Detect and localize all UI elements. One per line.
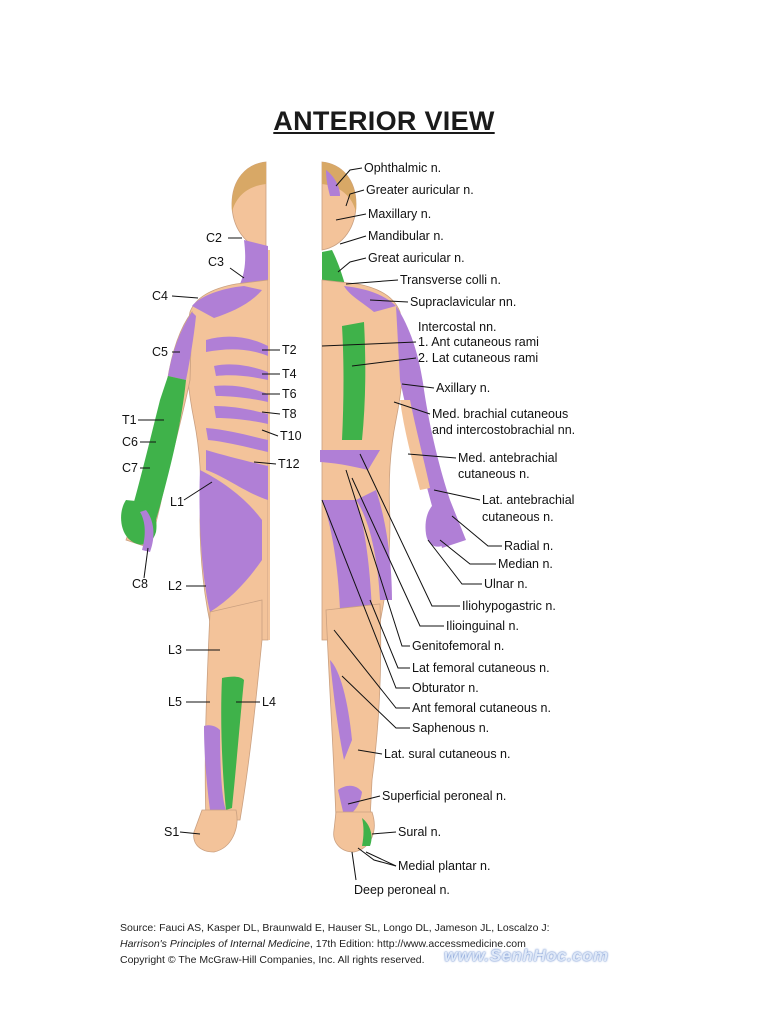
seg-c7: C7	[122, 461, 138, 475]
left-t10-band	[206, 428, 268, 452]
nerve-deep-peroneal: Deep peroneal n.	[354, 883, 450, 897]
nerve-med-antebrachial-2: cutaneous n.	[458, 467, 530, 481]
left-body-half	[121, 161, 269, 853]
nerve-ulnar: Ulnar n.	[484, 577, 528, 591]
seg-t2: T2	[282, 343, 297, 357]
nerve-labels: Ophthalmic n. Greater auricular n. Maxil…	[321, 161, 575, 897]
nerve-iliohypogastric: Iliohypogastric n.	[462, 599, 556, 613]
left-arm-c5	[168, 312, 196, 380]
nerve-lat-antebrachial-2: cutaneous n.	[482, 510, 554, 524]
nerve-lat-sural-cutaneous: Lat. sural cutaneous n.	[384, 747, 510, 761]
left-t4-band	[214, 364, 268, 380]
watermark: www.SenhHoc.com	[444, 946, 609, 965]
left-t6-band	[214, 385, 268, 402]
nerve-intercostal: Intercostal nn.	[418, 320, 497, 334]
right-superficial-peroneal	[338, 785, 362, 816]
right-arm-inner	[400, 400, 430, 490]
nerve-great-auricular: Great auricular n.	[368, 251, 465, 265]
seg-l2: L2	[168, 579, 182, 593]
seg-s1: S1	[164, 825, 179, 839]
seg-c3: C3	[208, 255, 224, 269]
nerve-axillary: Axillary n.	[436, 381, 490, 395]
right-thigh-lateral	[356, 490, 392, 600]
nerve-lat-antebrachial: Lat. antebrachial	[482, 493, 574, 507]
seg-t4: T4	[282, 367, 297, 381]
right-sural	[362, 818, 372, 846]
nerve-med-brachial-cutaneous: Med. brachial cutaneous	[432, 407, 568, 421]
seg-c8: C8	[132, 577, 148, 591]
seg-l1: L1	[170, 495, 184, 509]
left-l2-thigh	[199, 470, 262, 612]
source-book-title: Harrison's Principles of Internal Medici…	[120, 938, 310, 950]
seg-t6: T6	[282, 387, 297, 401]
nerve-medial-plantar: Medial plantar n.	[398, 859, 490, 873]
seg-l3: L3	[168, 643, 182, 657]
left-t2-band	[206, 336, 268, 356]
left-foot	[193, 809, 238, 853]
left-forearm-green	[126, 376, 186, 540]
copyright-line: Copyright © The McGraw-Hill Companies, I…	[120, 954, 425, 966]
nerve-lat-femoral-cutaneous: Lat femoral cutaneous n.	[412, 661, 550, 675]
left-l4-shin	[221, 676, 244, 810]
nerve-ilioinguinal: Ilioinguinal n.	[446, 619, 519, 633]
nerve-ant-cutaneous-rami: 1. Ant cutaneous rami	[418, 335, 539, 349]
nerve-greater-auricular: Greater auricular n.	[366, 183, 474, 197]
left-c4-patch	[192, 286, 262, 318]
source-line-1: Source: Fauci AS, Kasper DL, Braunwald E…	[120, 922, 550, 934]
seg-l4: L4	[262, 695, 276, 709]
nerve-mandibular: Mandibular n.	[368, 229, 444, 243]
right-supraclavicular	[344, 286, 396, 312]
left-hair	[231, 162, 266, 212]
right-hand	[425, 500, 454, 547]
nerve-intercostobrachial: and intercostobrachial nn.	[432, 423, 575, 437]
source-line-2: Harrison's Principles of Internal Medici…	[120, 936, 680, 952]
seg-c2: C2	[206, 231, 222, 245]
right-iliohypogastric	[316, 450, 380, 470]
seg-t1: T1	[122, 413, 137, 427]
seg-c4: C4	[152, 289, 168, 303]
nerve-ant-femoral-cutaneous: Ant femoral cutaneous n.	[412, 701, 551, 715]
right-lower-leg-purple	[330, 660, 352, 760]
left-hand-c8	[140, 510, 154, 552]
center-divider	[270, 150, 320, 870]
nerve-med-antebrachial: Med. antebrachial	[458, 451, 557, 465]
seg-l5: L5	[168, 695, 182, 709]
seg-t8: T8	[282, 407, 297, 421]
nerve-radial: Radial n.	[504, 539, 553, 553]
nerve-lat-cutaneous-rami: 2. Lat cutaneous rami	[418, 351, 538, 365]
left-t8-band	[214, 406, 268, 424]
left-inner-edge	[268, 250, 270, 640]
source-citation: Source: Fauci AS, Kasper DL, Braunwald E…	[120, 920, 680, 968]
nerve-transverse-colli: Transverse colli n.	[400, 273, 501, 287]
seg-c5: C5	[152, 345, 168, 359]
source-edition: , 17th Edition: http://www.accessmedicin…	[309, 938, 526, 950]
seg-c6: C6	[122, 435, 138, 449]
nerve-supraclavicular: Supraclavicular nn.	[410, 295, 516, 309]
left-l1-region	[206, 450, 268, 500]
nerve-genitofemoral: Genitofemoral n.	[412, 639, 504, 653]
nerve-sural: Sural n.	[398, 825, 441, 839]
nerve-saphenous: Saphenous n.	[412, 721, 489, 735]
nerve-obturator: Obturator n.	[412, 681, 479, 695]
left-l5-lateral	[204, 725, 226, 810]
right-intercostal-green	[342, 322, 366, 440]
right-ophthalmic	[326, 170, 340, 196]
segment-labels: C2 C3 C4 C5 T2 T4 T6 T8 T1 T10 C6 C7 T12…	[122, 231, 302, 839]
nerve-median: Median n.	[498, 557, 553, 571]
right-neck-transverse-colli	[322, 250, 346, 290]
right-arm	[396, 306, 466, 548]
nerve-ophthalmic: Ophthalmic n.	[364, 161, 441, 175]
nerve-maxillary: Maxillary n.	[368, 207, 431, 221]
seg-t12: T12	[278, 457, 300, 471]
seg-t10: T10	[280, 429, 302, 443]
page-title: ANTERIOR VIEW	[273, 106, 495, 136]
nerve-superficial-peroneal: Superficial peroneal n.	[382, 789, 506, 803]
left-neck-c3	[240, 240, 268, 292]
right-thigh-medial	[322, 500, 372, 610]
